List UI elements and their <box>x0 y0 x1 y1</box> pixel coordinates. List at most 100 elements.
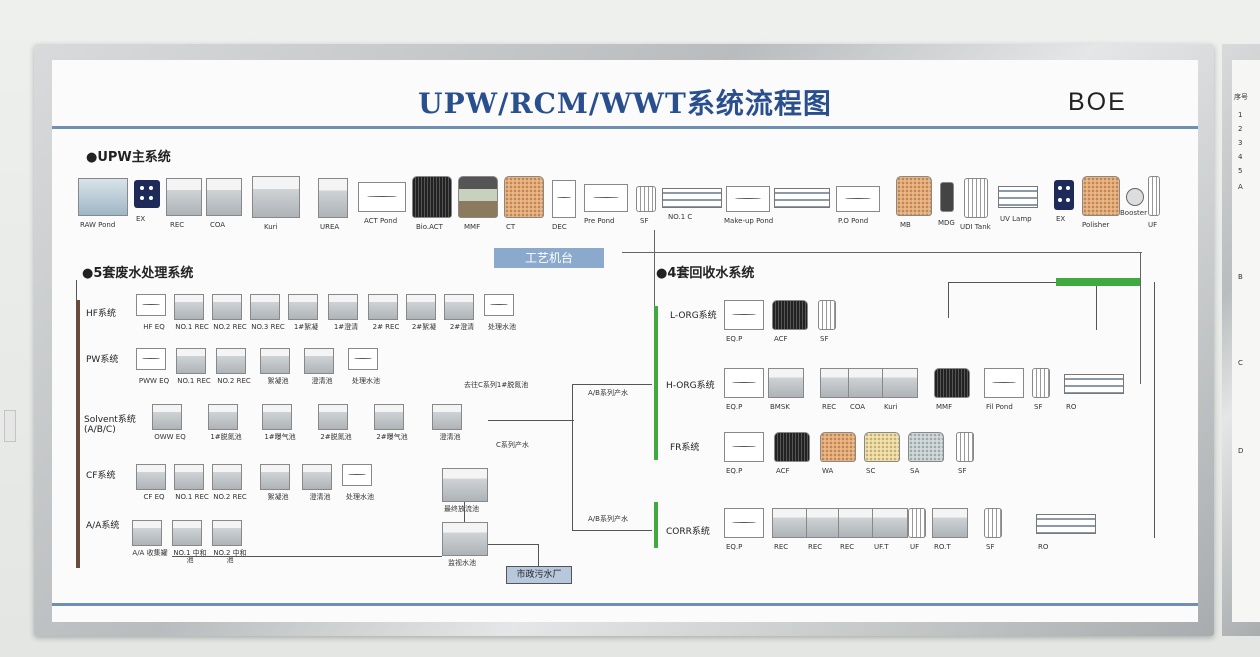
recycle-green-bar <box>654 306 658 460</box>
hf-label: 1#澄清 <box>333 323 359 331</box>
po-pond <box>836 186 880 212</box>
corr-label: EQ.P <box>726 543 743 551</box>
make-up-pond <box>726 186 770 212</box>
aa-tank <box>132 520 162 546</box>
lorg-label: ACF <box>774 335 788 343</box>
aa-tank <box>172 520 202 546</box>
cf-tank <box>136 464 166 490</box>
urea-tank <box>318 178 348 218</box>
solvent-label: 2#脱氮池 <box>320 433 352 441</box>
corr-label: UF.T <box>874 543 889 551</box>
corr-label: REC <box>808 543 823 551</box>
title-rule <box>52 126 1198 129</box>
sf-cartridge-upw <box>636 186 656 212</box>
upw-label: ACT Pond <box>364 217 398 225</box>
corr-unit <box>772 508 808 538</box>
pw-system-label: PW系统 <box>86 355 119 365</box>
upw-label: DEC <box>552 223 567 231</box>
section-upw: ●UPW主系统 <box>86 150 171 165</box>
corr-unit <box>1036 514 1096 534</box>
no1-ro-upw <box>662 188 722 208</box>
corr-label: RO.T <box>934 543 951 551</box>
horg-system-label: H-ORG系统 <box>666 381 715 391</box>
pw-tank <box>304 348 334 374</box>
wwt-feed-line <box>76 280 77 300</box>
solvent-tank <box>374 404 404 430</box>
uv-lamp <box>998 186 1038 208</box>
ct-filter <box>504 176 544 218</box>
fr-unit <box>820 432 856 462</box>
hf-tank <box>406 294 436 320</box>
return-line <box>622 252 1142 253</box>
corr-label: REC <box>774 543 789 551</box>
final-discharge-tank <box>442 468 488 502</box>
hf-label: NO.2 REC <box>213 323 247 331</box>
fr-unit <box>956 432 974 462</box>
upw-label: Polisher <box>1082 221 1110 229</box>
solvent-label: 1#曝气池 <box>264 433 296 441</box>
upw-label: RAW Pond <box>80 221 116 229</box>
hf-label: HF EQ <box>143 323 165 331</box>
fr-unit <box>864 432 900 462</box>
cf-label: CF EQ <box>143 493 165 501</box>
fr-unit <box>724 432 764 462</box>
coa-tank <box>206 178 242 216</box>
solvent-label: 澄清池 <box>439 433 461 441</box>
horg-label: SF <box>1034 403 1043 411</box>
corr-unit <box>724 508 764 538</box>
hf-label: NO.3 REC <box>251 323 285 331</box>
horg-label: EQ.P <box>726 403 743 411</box>
lorg-to-collector <box>948 282 1056 283</box>
rec-tank <box>166 178 202 216</box>
return-line-v <box>1140 252 1141 384</box>
monitor-label: 监视水池 <box>448 559 476 567</box>
uf-unit-upw <box>1148 176 1160 216</box>
mdg-unit <box>940 182 954 212</box>
side-table-header: 序号 <box>1234 93 1248 101</box>
horg-unit <box>768 368 804 398</box>
recycle-collector-bar <box>1056 278 1140 286</box>
hf-label: 2#澄清 <box>449 323 475 331</box>
aa-tank <box>212 520 242 546</box>
bio-act-filter <box>412 176 452 218</box>
cf-label: 絮凝池 <box>267 493 289 501</box>
aa-label: NO.2 中和池 <box>213 549 247 565</box>
hf-label: 2# REC <box>372 323 400 331</box>
pw-label: 澄清池 <box>311 377 333 385</box>
boe-logo: BOE <box>1068 88 1127 116</box>
aa-to-monitor-line <box>172 556 442 557</box>
cf-label: 澄清池 <box>309 493 331 501</box>
hf-tank <box>328 294 358 320</box>
corr-label: REC <box>840 543 855 551</box>
upw-label: Pre Pond <box>584 217 615 225</box>
horg-label: Fil Pond <box>986 403 1013 411</box>
udi-tank <box>964 178 988 218</box>
horg-label: RO <box>1066 403 1077 411</box>
hf-tank <box>288 294 318 320</box>
corr-unit <box>984 508 1002 538</box>
monitor-out-line <box>488 544 538 545</box>
final-discharge-label: 最终放流池 <box>444 505 479 513</box>
side-table-row: 3 <box>1238 139 1243 147</box>
pw-tank <box>216 348 246 374</box>
hf-label: 2#絮凝 <box>411 323 437 331</box>
side-table-row: 4 <box>1238 153 1243 161</box>
bottom-rule <box>52 603 1198 606</box>
fr-unit <box>908 432 944 462</box>
fr-unit <box>774 432 810 462</box>
horg-unit <box>848 368 884 398</box>
side-table-row: C <box>1238 359 1243 367</box>
pw-pond <box>348 348 378 370</box>
cf-tank <box>174 464 204 490</box>
horg-label: BMSK <box>770 403 790 411</box>
upw-label: MDG <box>938 219 955 227</box>
solvent-tank <box>432 404 462 430</box>
mb-filter <box>896 176 932 216</box>
fr-label: ACF <box>776 467 790 475</box>
upw-label: Make-up Pond <box>724 217 774 225</box>
fr-label: SA <box>910 467 920 475</box>
fr-label: WA <box>822 467 834 475</box>
cf-label: NO.1 REC <box>175 493 209 501</box>
horg-label: MMF <box>936 403 953 411</box>
